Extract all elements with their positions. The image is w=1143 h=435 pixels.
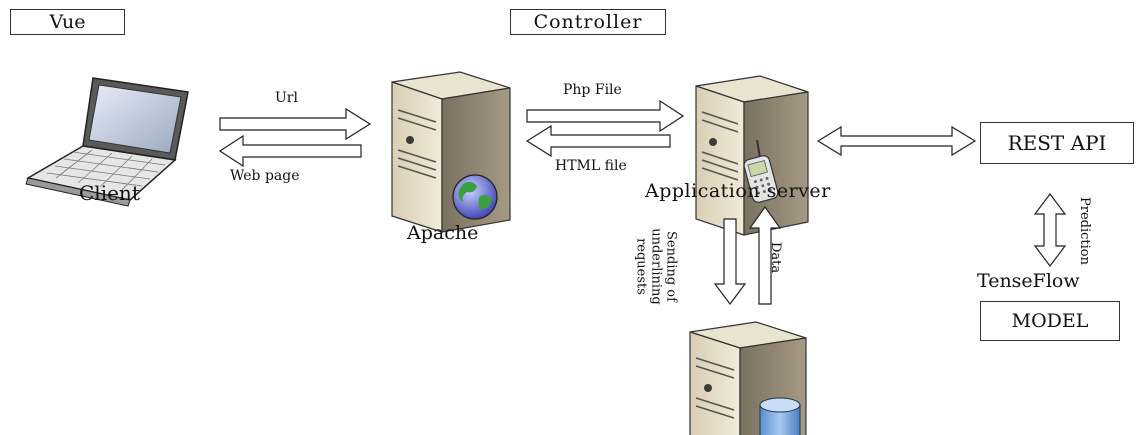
url-arrow (219, 107, 372, 141)
php-file-arrow (526, 99, 685, 133)
globe-icon (452, 174, 498, 220)
web-page-label: Web page (230, 168, 300, 184)
model-box: MODEL (980, 301, 1120, 341)
requests-label: Sending of underlining requests (633, 228, 679, 305)
phone-icon (743, 139, 779, 203)
app-server-label: Application server (645, 180, 831, 202)
requests-arrow (713, 218, 747, 305)
laptop-icon (25, 77, 189, 207)
data-arrow (748, 205, 782, 305)
data-label: Data (768, 242, 783, 274)
database-icon (759, 397, 801, 435)
php-file-label: Php File (563, 82, 622, 98)
server-icon (695, 75, 809, 236)
rest-api-box: REST API (980, 122, 1134, 164)
prediction-label: Prediction (1077, 197, 1092, 265)
rest-api-arrow (816, 125, 977, 157)
html-file-arrow (525, 124, 671, 158)
controller-layer-label: Controller (510, 9, 666, 35)
server-icon (689, 321, 807, 435)
web-page-arrow (218, 134, 362, 168)
apache-label: Apache (407, 222, 479, 244)
tenseflow-label: TenseFlow (977, 270, 1080, 292)
html-file-label: HTML file (555, 158, 627, 174)
prediction-arrow (1033, 193, 1067, 267)
url-label: Url (275, 90, 298, 106)
view-layer-label: Vue (10, 9, 125, 35)
client-label: Client (79, 181, 140, 205)
